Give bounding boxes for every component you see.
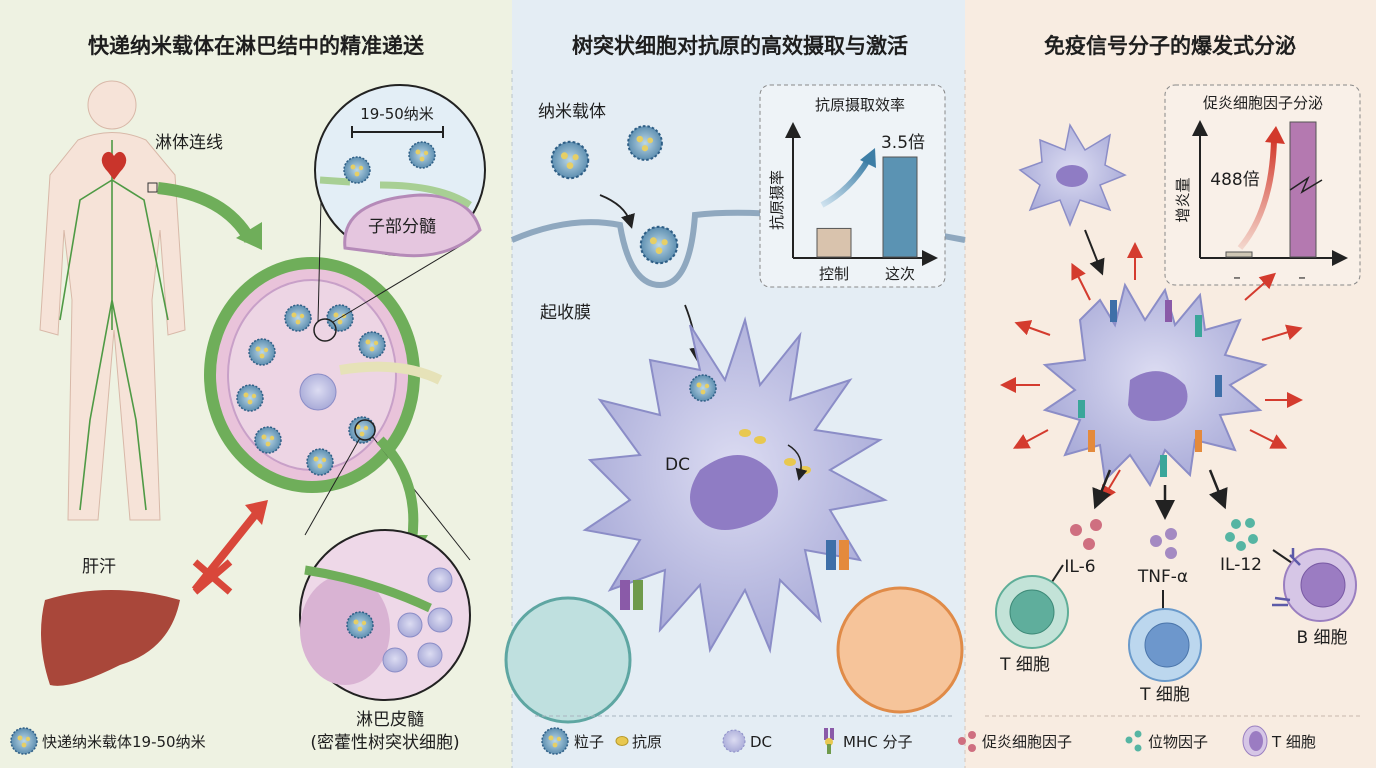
heart-icon: [101, 151, 127, 180]
chart-category: –: [1233, 268, 1241, 286]
legend-dc: DC: [750, 733, 772, 751]
b-cell-label: B 细胞: [1296, 628, 1347, 648]
chart-ylabel: 增炎量: [1174, 177, 1192, 222]
axis-break-icon: [1289, 175, 1323, 194]
chart-annotation: 488倍: [1210, 170, 1259, 190]
il6-label: IL-6: [1064, 557, 1095, 577]
medulla-sublabel: (密藿性树突状细胞): [310, 733, 459, 753]
chart-category: –: [1298, 268, 1306, 286]
legend-cytokine: 位物因子: [1148, 733, 1208, 751]
chart-category: 控制: [819, 265, 849, 283]
human-body-illustration: [39, 80, 186, 521]
legend: 快递纳米载体19-50纳米 粒子 抗原 DC MHC 分子 促炎细胞因子 位物因…: [10, 725, 1316, 757]
cytokine-particles: [1070, 518, 1258, 559]
legend-particle: 粒子: [574, 733, 604, 751]
nanocarrier-label: 纳米载体: [538, 102, 606, 122]
mhc-icon: [824, 728, 834, 754]
subcapsular-label: 子部分髓: [368, 217, 436, 237]
scale-label: 19-50纳米: [360, 105, 434, 123]
inset-chart-uptake: 抗原摄取效率 抗原摄率 3.5倍 控制 这次: [759, 84, 946, 288]
dendritic-cell-illustration: [504, 316, 964, 724]
chart-title: 抗原摄取效率: [815, 96, 905, 114]
medulla-label: 淋巴皮髓: [356, 710, 424, 730]
resting-dc-illustration: [1018, 122, 1127, 228]
chart-bar: [882, 156, 918, 258]
zoom-circle-medulla: [299, 529, 471, 701]
zoom-circle-subcapsular: [314, 84, 486, 258]
chart-annotation: 3.5倍: [881, 133, 925, 153]
activated-dc-illustration: [1042, 282, 1268, 488]
chart-title: 促炎细胞因子分泌: [1203, 94, 1323, 112]
legend-tcell: T 细胞: [1271, 733, 1316, 751]
chart-ylabel: 抗原摄率: [768, 170, 786, 230]
panel-3-title: 免疫信号分子的爆发式分泌: [1044, 34, 1296, 58]
blocked-arrow: [191, 512, 259, 593]
b-cell: [1272, 548, 1357, 622]
il12-label: IL-12: [1220, 555, 1262, 575]
t-cell-icon: [1242, 725, 1268, 757]
panel-2-title: 树突状细胞对抗原的高效摄取与激活: [572, 34, 908, 58]
t-cell-2: [1128, 608, 1202, 682]
panel-1-title: 快递纳米载体在淋巴结中的精准递送: [88, 34, 425, 58]
t-cell-2-label: T 细胞: [1139, 685, 1190, 705]
tnf-label: TNF-α: [1137, 567, 1188, 587]
chart-category: 这次: [885, 265, 915, 283]
legend-nanocarrier: 快递纳米载体19-50纳米: [42, 733, 206, 751]
t-cell-1: [995, 575, 1069, 649]
chart-bar: [1225, 251, 1253, 258]
membrane-label: 起收膜: [540, 303, 591, 323]
legend-proinflammatory: 促炎细胞因子: [982, 733, 1072, 751]
cytokine-icon: [1125, 730, 1142, 752]
cross-icon: [192, 559, 233, 595]
legend-mhc: MHC 分子: [843, 733, 912, 751]
inset-chart-cytokine: 促炎细胞因子分泌 增炎量 488倍 – –: [1164, 84, 1361, 286]
t-cell-1-label: T 细胞: [999, 655, 1050, 675]
antigen-icon: [615, 736, 629, 746]
legend-antigen: 抗原: [632, 733, 662, 751]
dc-label: DC: [665, 455, 690, 475]
lymph-node-illustration: [204, 257, 443, 493]
dc-icon: [722, 729, 746, 753]
proinflammatory-icon: [958, 731, 976, 752]
liver-label: 肝汗: [82, 557, 116, 577]
green-arrow: [157, 182, 256, 244]
chart-bar: [816, 227, 852, 258]
lymph-line-label: 淋体连线: [155, 133, 223, 153]
liver-illustration: [41, 590, 180, 686]
